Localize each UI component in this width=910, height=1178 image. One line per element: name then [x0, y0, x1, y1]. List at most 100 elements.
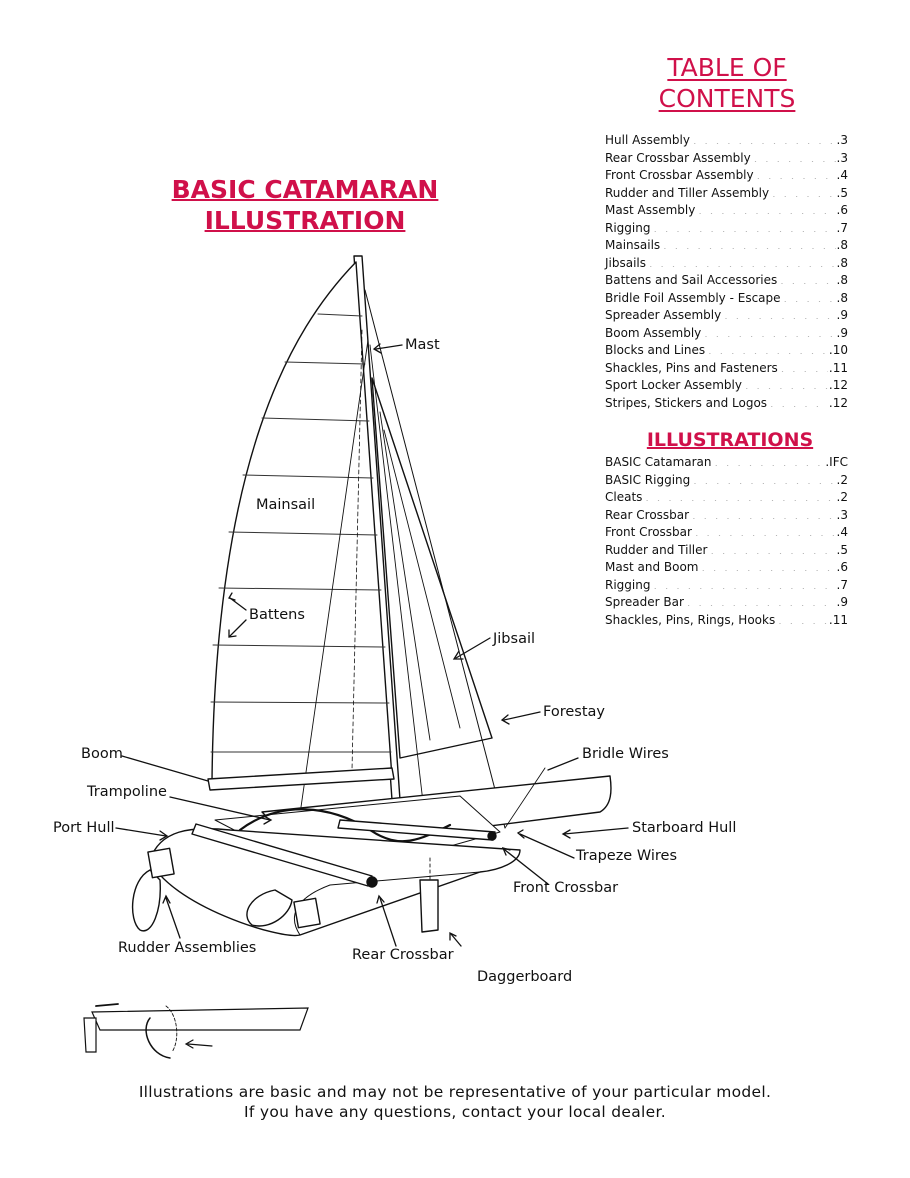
illustration-entry-label: BASIC Rigging: [605, 472, 691, 487]
toc-entry-page: .8: [836, 290, 848, 305]
toc-entry: Front Crossbar Assembly.4: [605, 167, 848, 185]
label-port-hull: Port Hull: [53, 820, 115, 836]
toc-entry: Mast Assembly .6: [605, 202, 848, 220]
label-jibsail: Jibsail: [493, 631, 536, 647]
illustration-entry-label: Rudder and Tiller: [605, 542, 708, 557]
illustration-entry: BASIC Rigging .2: [605, 472, 848, 490]
illustration-entry-label: Rigging: [605, 577, 651, 592]
toc-entry: Hull Assembly.3: [605, 132, 848, 150]
illustration-entry: BASIC Catamaran .IFC: [605, 454, 848, 472]
toc-entry: Jibsails.8: [605, 255, 848, 273]
illustration-entry-label: Front Crossbar: [605, 525, 692, 539]
footer-line1: Illustrations are basic and may not be r…: [138, 1083, 772, 1101]
illustration-entry-page: .4: [836, 525, 848, 539]
boom-drawing: [207, 767, 395, 791]
illustration-entry-page: .2: [836, 472, 848, 487]
toc-entry-label: Rear Crossbar Assembly: [605, 150, 751, 165]
toc-entry: Spreader Assembly .9: [605, 307, 848, 325]
illustrations-title: ILLUSTRATIONS: [646, 429, 814, 451]
toc-entry: Rigging .7: [605, 220, 848, 238]
label-mast: Mast: [405, 337, 440, 353]
diagram-title-line2: ILLUSTRATION: [204, 206, 406, 235]
illustration-entry-label: Mast and Boom: [605, 560, 699, 574]
toc-entry: Boom Assembly .9: [605, 325, 848, 343]
label-forestay: Forestay: [543, 704, 605, 720]
mainsail-drawing: [211, 261, 393, 783]
illustration-entry-label: Spreader Bar: [605, 595, 684, 609]
toc-entry-label: Hull Assembly: [605, 133, 690, 147]
illustration-entry: Rudder and Tiller.5: [605, 542, 848, 560]
toc-entry-page: .12: [828, 395, 848, 410]
rudder-port-drawing: [131, 869, 161, 932]
toc-entry-label: Sport Locker Assembly: [605, 378, 742, 392]
toc-entry-label: Rudder and Tiller Assembly: [605, 185, 770, 200]
illustration-entry-label: BASIC Catamaran: [605, 455, 712, 469]
illustration-entry-page: .11: [828, 612, 848, 627]
toc-entry: Shackles, Pins and Fasteners .11: [605, 360, 848, 378]
illustration-entry-page: .2: [836, 490, 848, 504]
toc-entry: Blocks and Lines .10: [605, 342, 848, 360]
toc-entry: Stripes, Stickers and Logos .12: [605, 395, 848, 413]
toc-entry-label: Front Crossbar Assembly: [605, 168, 754, 182]
label-trapeze-wires: Trapeze Wires: [576, 848, 678, 864]
label-battens: Battens: [249, 607, 305, 623]
toc-entry-page: .6: [836, 203, 848, 217]
label-trampoline: Trampoline: [87, 784, 167, 800]
diagram-title-line1: BASIC CATAMARAN: [171, 175, 439, 204]
toc-entry: Rudder and Tiller Assembly .5: [605, 185, 848, 203]
label-front-crossbar: Front Crossbar: [513, 880, 619, 896]
illustration-entry: Mast and Boom .6: [605, 559, 848, 577]
toc-entry-page: .8: [836, 238, 848, 252]
illustration-entry-page: .3: [836, 507, 848, 522]
illustration-entry: Rigging.7: [605, 577, 848, 595]
toc-entry-page: .11: [828, 360, 848, 375]
illustration-entry: Shackles, Pins, Rings, Hooks .11: [605, 612, 848, 630]
toc-entry-page: .3: [836, 150, 848, 165]
toc-entry-page: .8: [836, 273, 848, 287]
illustration-entry-page: .IFC: [825, 455, 848, 469]
toc-entry-label: Stripes, Stickers and Logos: [605, 395, 768, 410]
footer-note: Illustrations are basic and may not be r…: [0, 1082, 910, 1122]
toc-title: TABLE OF CONTENTS: [658, 53, 796, 113]
toc-entry-page: .9: [836, 308, 848, 322]
illustration-entry: Spreader Bar .9: [605, 594, 848, 612]
label-starboard-hull: Starboard Hull: [632, 820, 737, 836]
battens-drawing: [210, 313, 392, 753]
port-hull-drawing: [149, 828, 521, 937]
illustration-entry-label: Shackles, Pins, Rings, Hooks: [605, 612, 776, 627]
toc-entry-page: .12: [828, 378, 848, 392]
toc-entry: Sport Locker Assembly .12: [605, 377, 848, 395]
toc-entry-label: Bridle Foil Assembly - Escape: [605, 290, 781, 305]
illustration-entry-label: Rear Crossbar: [605, 507, 690, 522]
toc-entry-page: .5: [836, 185, 848, 200]
toc-entry-label: Shackles, Pins and Fasteners: [605, 360, 778, 375]
toc-entry-label: Rigging: [605, 220, 651, 235]
toc-entry-label: Mast Assembly: [605, 203, 696, 217]
toc-entry-label: Jibsails: [605, 255, 647, 270]
rudder-starboard-drawing: [246, 889, 293, 927]
illustration-entry-page: .9: [836, 595, 848, 609]
side-view-drawing: [83, 1003, 309, 1059]
label-bridle-wires: Bridle Wires: [582, 746, 669, 762]
toc-entry-page: .10: [828, 343, 848, 357]
forestay-drawing: [364, 289, 506, 829]
toc-entry: Mainsails .8: [605, 237, 848, 255]
illustration-entry-page: .6: [836, 560, 848, 574]
label-daggerboard: Daggerboard: [477, 969, 573, 985]
toc-entry: Battens and Sail Accessories .8: [605, 272, 848, 290]
toc-entry-label: Battens and Sail Accessories: [605, 273, 778, 287]
bridle-wires-drawing: [504, 767, 546, 829]
daggerboard-drawing: [419, 879, 439, 933]
toc-entry-label: Spreader Assembly: [605, 308, 722, 322]
toc-entry-label: Blocks and Lines: [605, 343, 706, 357]
toc-entry-page: .7: [836, 220, 848, 235]
toc-entry-label: Mainsails: [605, 238, 661, 252]
label-mainsail: Mainsail: [256, 497, 316, 513]
footer-line2: If you have any questions, contact your …: [244, 1103, 666, 1121]
toc-entry-page: .9: [836, 325, 848, 340]
label-boom: Boom: [81, 746, 123, 762]
toc-entry-label: Boom Assembly: [605, 325, 702, 340]
